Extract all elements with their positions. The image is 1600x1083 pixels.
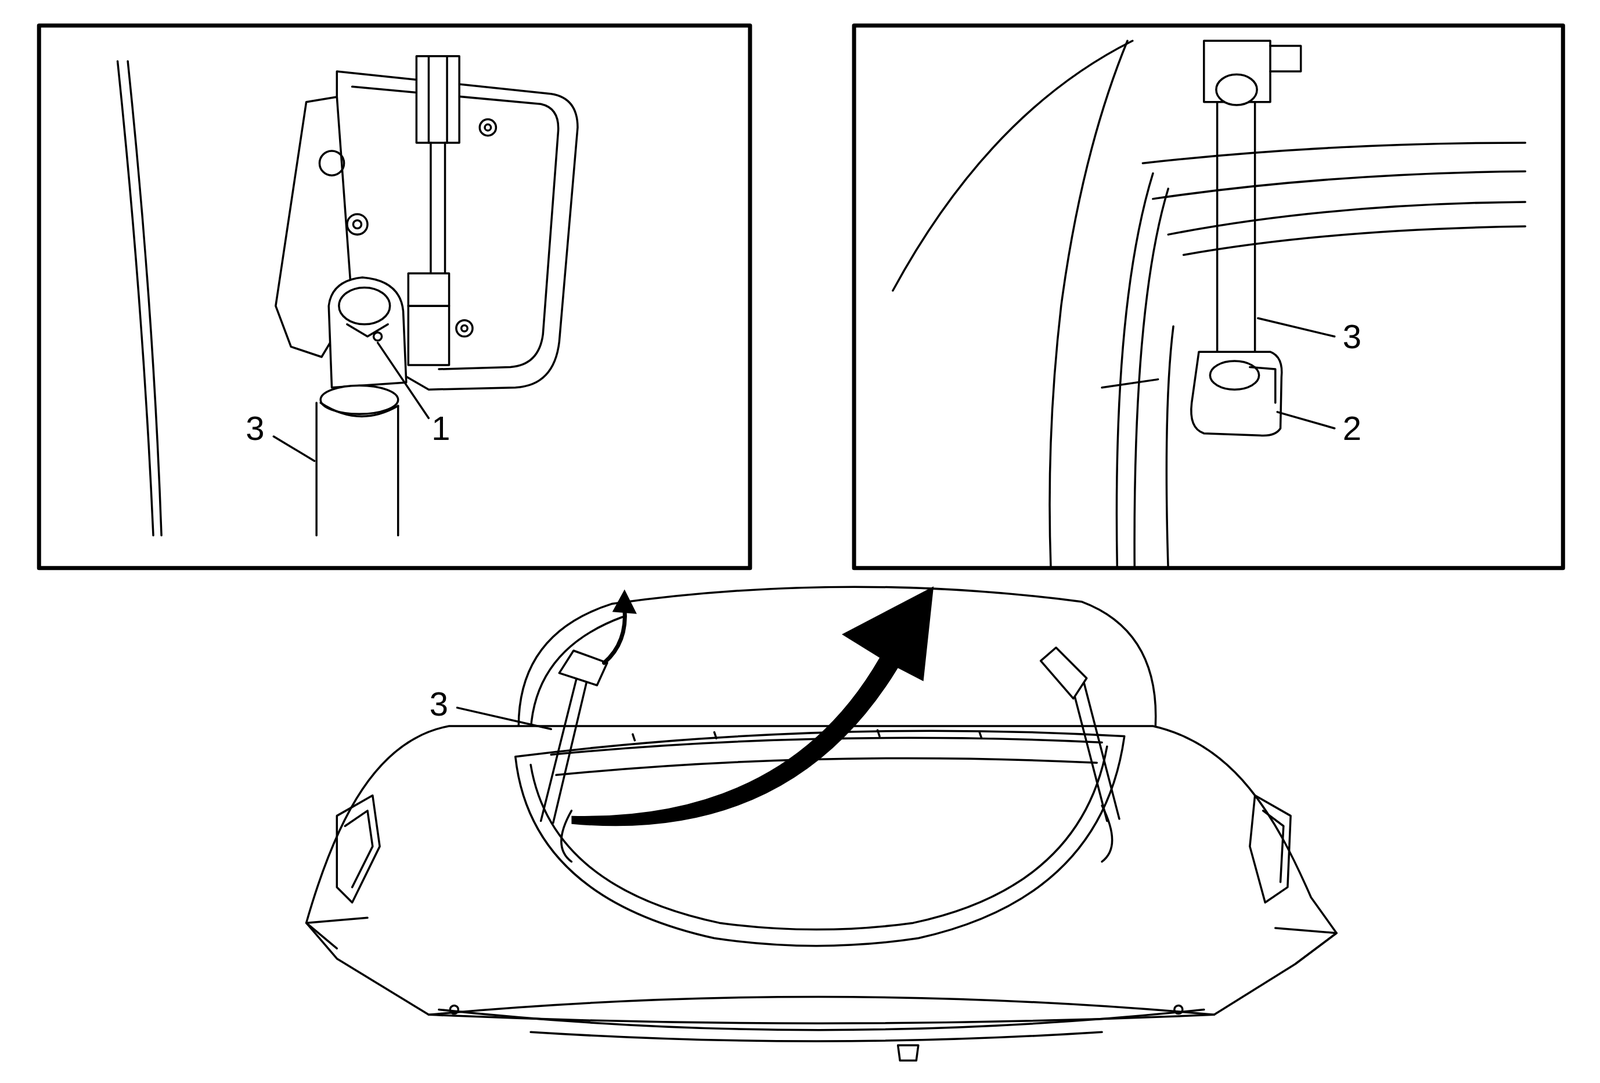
leader-lines	[273, 318, 1335, 730]
drawing-stroke	[1166, 326, 1174, 568]
callout-number: 1	[431, 411, 450, 446]
drawing-stroke	[429, 142, 432, 276]
drawing-stroke	[604, 607, 626, 663]
drawing-stroke	[561, 811, 572, 863]
drawing-stroke	[319, 150, 344, 176]
vehicle-rear	[306, 586, 1338, 1061]
drawing-stroke	[445, 56, 449, 143]
drawing-stroke	[892, 40, 1133, 291]
drawing-stroke	[377, 342, 430, 418]
drawing-stroke	[1134, 188, 1169, 569]
drawing-stroke	[408, 273, 449, 366]
drawing-stroke	[373, 332, 383, 341]
drawing-stroke	[438, 1009, 1205, 1030]
drawing-stroke	[306, 726, 1338, 1024]
callout-number: 2	[1342, 411, 1362, 446]
drawing-stroke	[347, 214, 368, 235]
drawing-stroke	[1183, 226, 1526, 255]
drawing-stroke	[515, 730, 1125, 946]
drawing-stroke	[397, 405, 400, 536]
open-direction-arrow	[571, 586, 934, 827]
drawing-stroke	[315, 402, 318, 536]
drawing-stroke	[352, 220, 362, 229]
drawing-stroke	[328, 277, 407, 388]
drawing-stroke	[1101, 805, 1113, 863]
drawing-stroke	[339, 287, 391, 324]
drawing-stroke	[559, 650, 608, 686]
drawing-stroke	[1249, 795, 1291, 903]
drawing-stroke	[1253, 102, 1257, 368]
drawing-stroke	[457, 707, 552, 730]
drawing-stroke	[1263, 811, 1284, 883]
drawing-stroke	[1142, 142, 1526, 164]
drawing-stroke	[416, 56, 460, 143]
drawing-stroke	[1216, 102, 1219, 368]
drawing-stroke	[344, 811, 373, 888]
drawing-stroke	[530, 1032, 1102, 1042]
drawing-stroke	[320, 402, 399, 417]
drawing-stroke	[1191, 351, 1282, 436]
drawing-stroke	[1249, 367, 1276, 403]
inset-frame	[38, 25, 751, 569]
drawing-stroke	[1152, 171, 1526, 199]
right-inset	[892, 40, 1526, 568]
drawing-stroke	[530, 746, 1108, 930]
inset-frame	[853, 25, 1563, 569]
drawing-stroke	[1174, 1005, 1183, 1014]
drawing-stroke	[336, 795, 380, 903]
drawing-stroke	[1083, 681, 1119, 820]
drawing-stroke	[553, 681, 587, 824]
drawing-stroke	[456, 320, 473, 337]
drawing-stroke	[127, 60, 162, 536]
drawing-stroke	[479, 119, 496, 136]
drawing-stroke	[556, 758, 1097, 776]
drawing-stroke	[612, 589, 637, 615]
drawing-stroke	[444, 142, 447, 276]
drawing-stroke	[484, 124, 492, 131]
drawing-stroke	[273, 436, 315, 461]
drawing-stroke	[1270, 45, 1302, 72]
drawing-stroke	[1040, 647, 1087, 699]
callout-number: 3	[1342, 319, 1362, 354]
drawing-stroke	[461, 325, 468, 333]
drawing-stroke	[1258, 318, 1335, 337]
drawing-stroke	[427, 56, 431, 143]
drawing-stroke	[428, 997, 1214, 1016]
callout-number: 3	[429, 687, 449, 722]
drawing-stroke	[898, 1045, 919, 1061]
drawing-stroke	[408, 304, 449, 308]
drawing-stroke	[1168, 202, 1526, 235]
drawing-stroke	[306, 917, 368, 949]
drawing-stroke	[449, 1005, 459, 1014]
callout-number: 3	[245, 411, 265, 446]
drawing-stroke	[632, 730, 982, 741]
drawing-stroke	[1209, 361, 1259, 390]
left-inset	[117, 56, 578, 536]
drawing-stroke	[1101, 379, 1159, 388]
drawing-stroke	[1216, 74, 1257, 106]
drawing-stroke	[1277, 412, 1335, 429]
drawing-stroke	[1275, 928, 1337, 964]
